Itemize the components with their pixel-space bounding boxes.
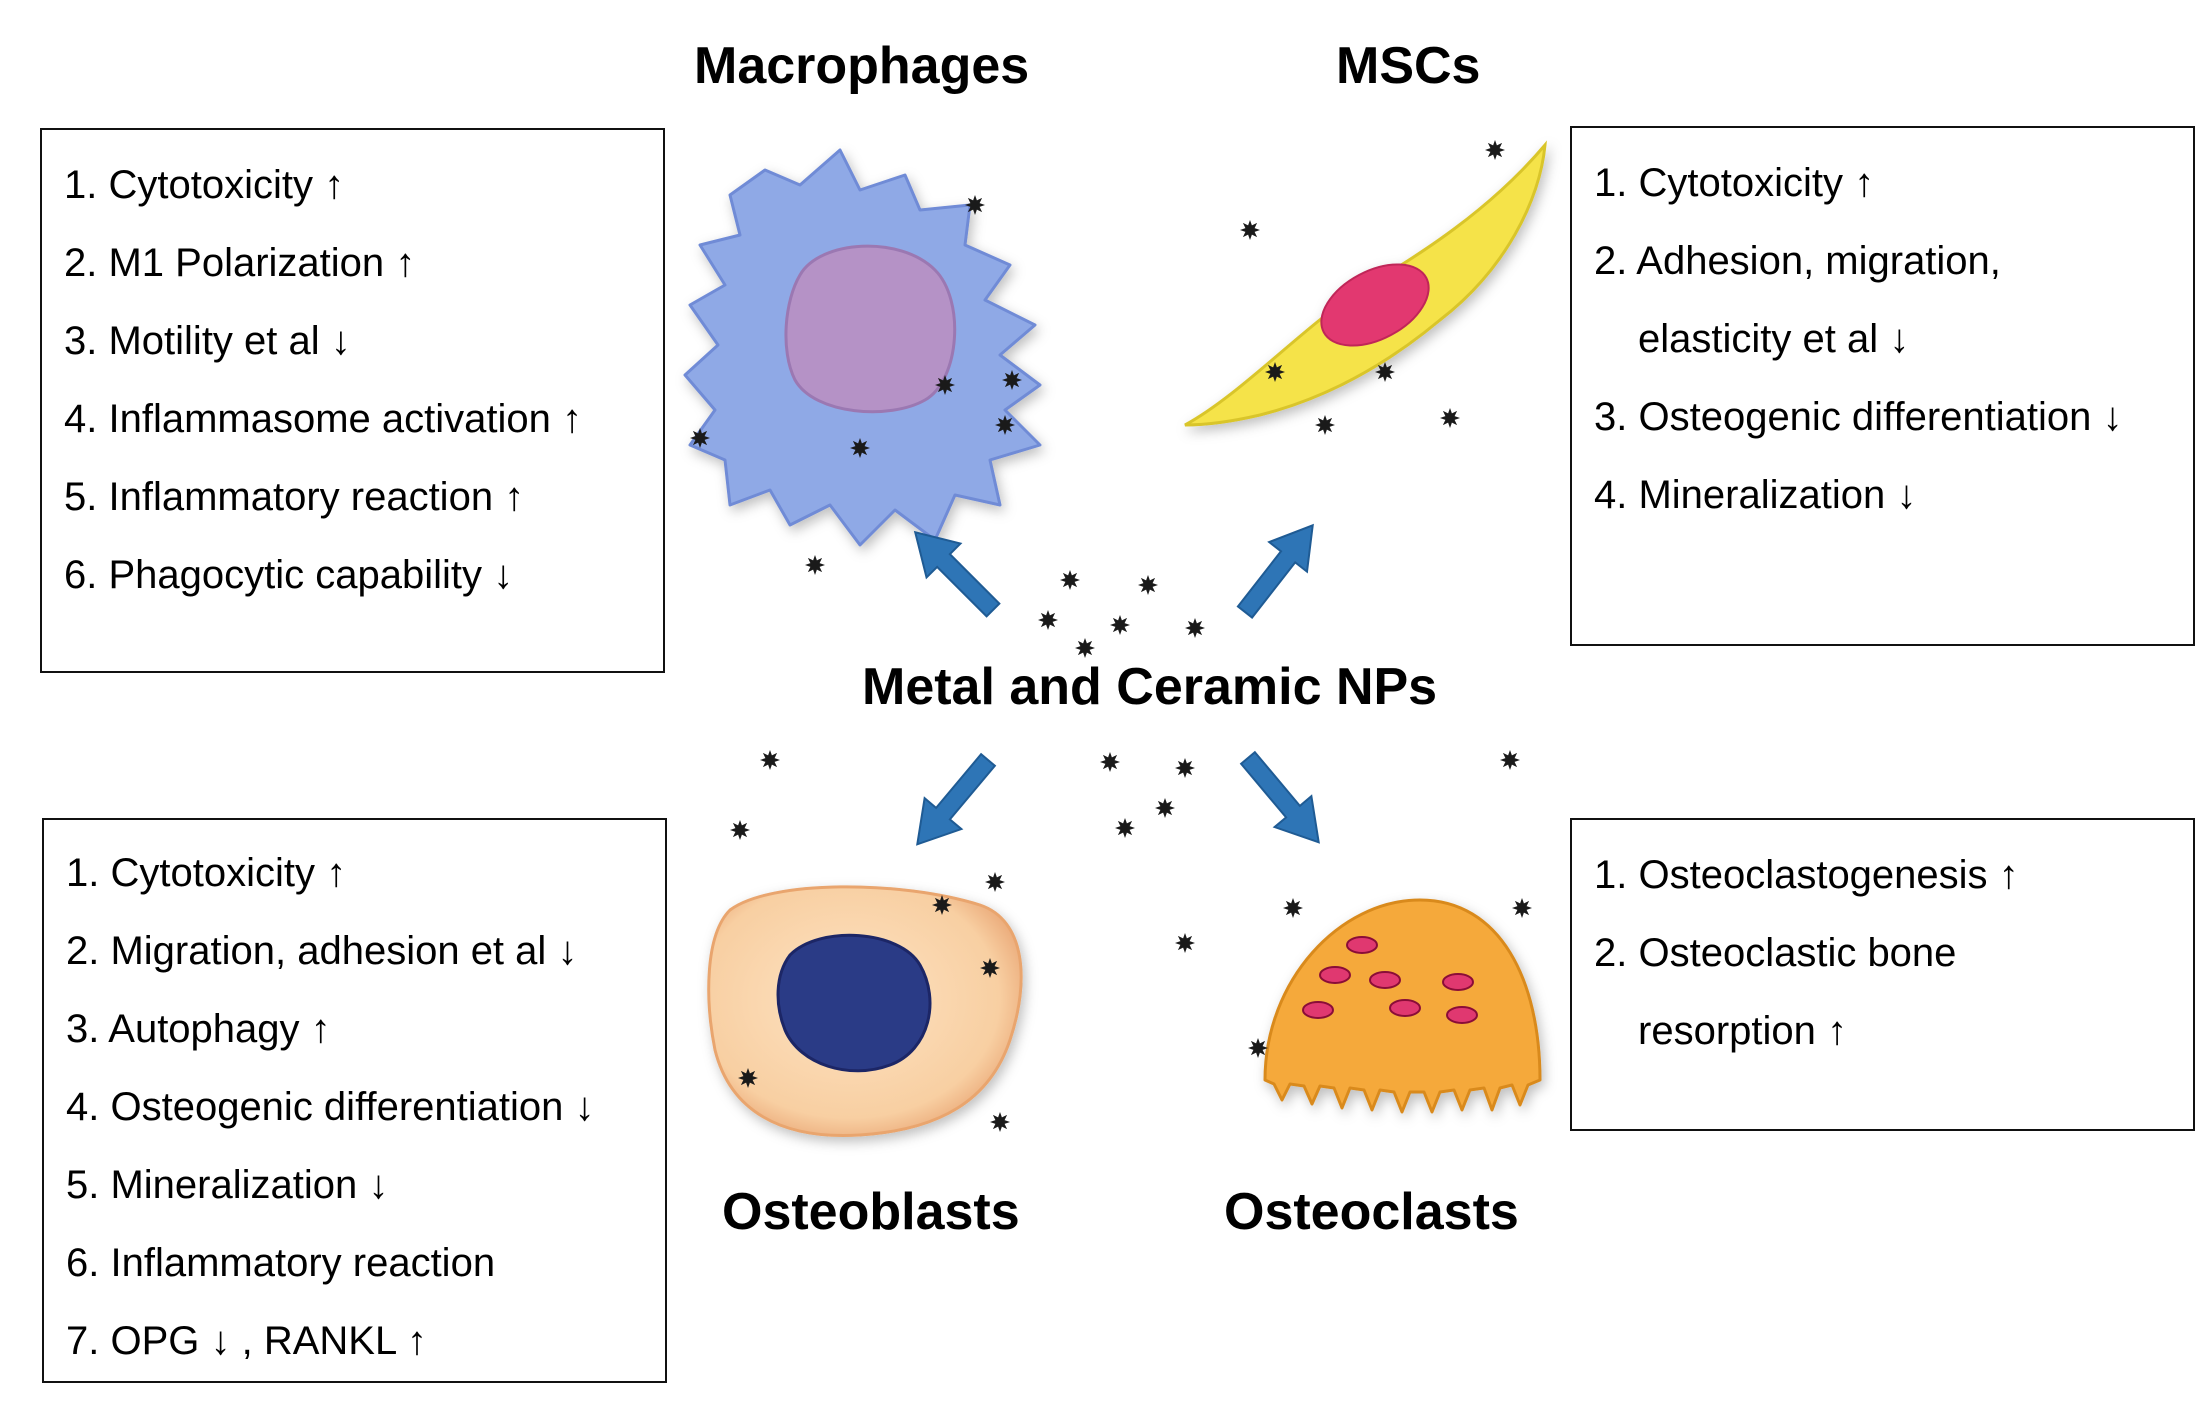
nanoparticle-icon	[1265, 362, 1285, 382]
osteoclast-effects-box: 1. Osteoclastogenesis ↑ 2. Osteoclastic …	[1570, 818, 2195, 1131]
nanoparticle-icon	[1315, 415, 1335, 435]
title-osteoblasts: Osteoblasts	[722, 1183, 1020, 1241]
title-mscs: MSCs	[1336, 37, 1481, 95]
list-item: 3. Motility et al ↓	[64, 319, 351, 363]
arrow-to-osteoclasts	[1239, 750, 1320, 844]
list-item: 1. Osteoclastogenesis ↑	[1594, 853, 2019, 897]
list-item: resorption ↑	[1638, 1009, 1847, 1053]
nanoparticle-icon	[1115, 818, 1135, 838]
nanoparticle-icon	[1060, 570, 1080, 590]
nanoparticle-icon	[1075, 638, 1095, 658]
arrow-to-macrophages	[913, 530, 1001, 618]
arrows	[913, 523, 1320, 846]
nanoparticle-icon	[980, 958, 1000, 978]
nanoparticle-icon	[738, 1068, 758, 1088]
macrophage-effects-box: 1. Cytotoxicity ↑ 2. M1 Polarization ↑ 3…	[40, 128, 665, 673]
list-item: 1. Cytotoxicity ↑	[1594, 161, 1875, 205]
osteoblast-effects-box: 1. Cytotoxicity ↑ 2. Migration, adhesion…	[42, 818, 667, 1383]
list-item: 2. Osteoclastic bone	[1594, 931, 1957, 975]
list-item: 4. Inflammasome activation ↑	[64, 397, 582, 441]
arrow-to-osteoblasts	[916, 752, 997, 846]
list-item: 4. Osteogenic differentiation ↓	[66, 1085, 595, 1129]
nanoparticle-icon	[805, 555, 825, 575]
osteoclast-cell-icon	[1263, 898, 1542, 1114]
center-label: Metal and Ceramic NPs	[862, 658, 1438, 716]
nanoparticle-icon	[1002, 370, 1022, 390]
list-item: 1. Cytotoxicity ↑	[64, 163, 345, 207]
list-item: 6. Phagocytic capability ↓	[64, 553, 514, 597]
msc-effects-box: 1. Cytotoxicity ↑ 2. Adhesion, migration…	[1570, 126, 2195, 646]
list-item: elasticity et al ↓	[1638, 317, 1910, 361]
nanoparticle-icon	[1283, 898, 1303, 918]
nanoparticle-icon	[1240, 220, 1260, 240]
nanoparticle-icon	[1512, 898, 1532, 918]
nanoparticle-icon	[1100, 752, 1120, 772]
nanoparticle-icon	[990, 1112, 1010, 1132]
title-osteoclasts: Osteoclasts	[1224, 1183, 1519, 1241]
list-item: 7. OPG ↓ , RANKL ↑	[66, 1319, 427, 1363]
title-macrophages: Macrophages	[694, 37, 1030, 95]
nanoparticles	[690, 140, 1532, 1132]
nanoparticle-icon	[965, 195, 985, 215]
list-item: 3. Osteogenic differentiation ↓	[1594, 395, 2123, 439]
arrow-to-mscs	[1236, 523, 1314, 619]
nanoparticle-icon	[932, 895, 952, 915]
nanoparticle-icon	[1375, 362, 1395, 382]
list-item: 1. Cytotoxicity ↑	[66, 851, 347, 895]
msc-cell-icon	[1184, 140, 1547, 427]
nanoparticle-icon	[1248, 1038, 1268, 1058]
nanoparticle-icon	[1038, 610, 1058, 630]
nanoparticle-icon	[1175, 933, 1195, 953]
nanoparticle-icon	[850, 438, 870, 458]
list-item: 2. M1 Polarization ↑	[64, 241, 416, 285]
nanoparticle-icon	[1138, 575, 1158, 595]
nanoparticle-icon	[1175, 758, 1195, 778]
nanoparticle-icon	[1440, 408, 1460, 428]
list-item: 6. Inflammatory reaction	[66, 1241, 496, 1285]
nanoparticle-icon	[935, 375, 955, 395]
nanoparticle-icon	[730, 820, 750, 840]
nanoparticle-icon	[760, 750, 780, 770]
osteoblast-cell-icon	[707, 885, 1023, 1138]
macrophage-cell-icon	[683, 148, 1042, 547]
list-item: 3. Autophagy ↑	[66, 1007, 331, 1051]
nanoparticle-icon	[1155, 798, 1175, 818]
list-item: 4. Mineralization ↓	[1594, 473, 1917, 517]
nanoparticle-icon	[1110, 615, 1130, 635]
nanoparticle-icon	[1185, 618, 1205, 638]
nanoparticle-icon	[1500, 750, 1520, 770]
list-item: 5. Inflammatory reaction ↑	[64, 475, 525, 519]
nanoparticle-icon	[985, 872, 1005, 892]
list-item: 2. Adhesion, migration,	[1594, 239, 2001, 283]
nanoparticle-icon	[1485, 140, 1505, 160]
nanoparticle-icon	[995, 415, 1015, 435]
list-item: 5. Mineralization ↓	[66, 1163, 389, 1207]
nanoparticle-icon	[690, 428, 710, 448]
list-item: 2. Migration, adhesion et al ↓	[66, 929, 578, 973]
